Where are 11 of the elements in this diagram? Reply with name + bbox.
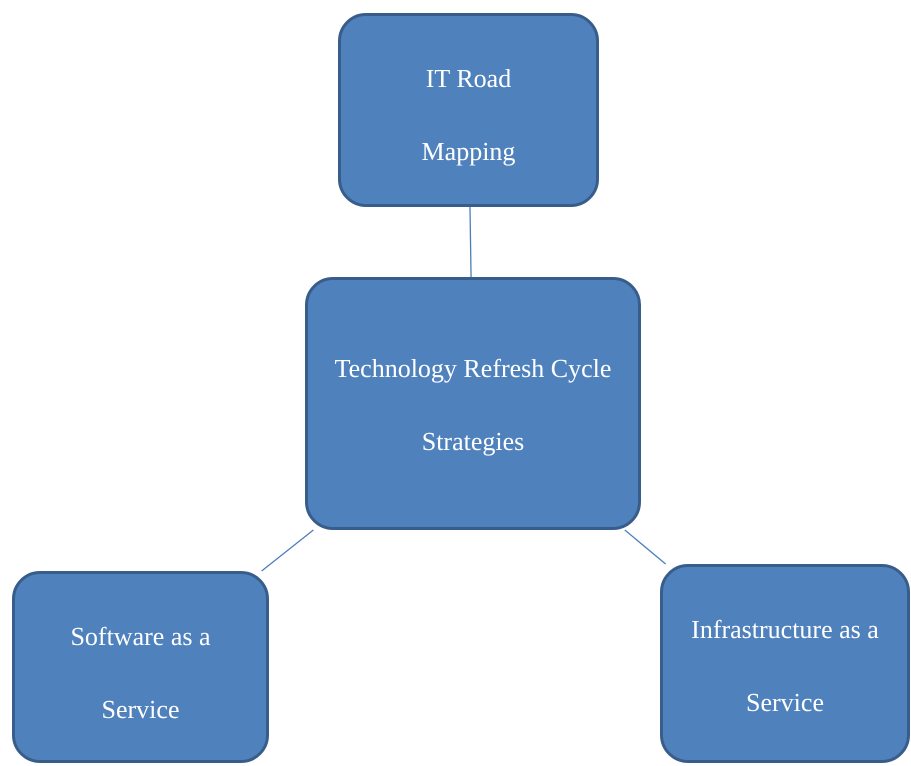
rounded-box — [305, 277, 641, 530]
rounded-box — [12, 571, 269, 763]
rounded-box — [338, 13, 599, 207]
box-text: IT Road Mapping — [420, 63, 516, 168]
connector-line — [624, 530, 666, 564]
box-text: Software as a Service — [69, 621, 212, 726]
box-text: Infrastructure as a Service — [690, 614, 880, 719]
connector-line — [469, 206, 472, 277]
rounded-box — [660, 564, 910, 763]
connector-line — [261, 530, 314, 572]
box-text: Technology Refresh Cycle Strategies — [334, 353, 612, 458]
